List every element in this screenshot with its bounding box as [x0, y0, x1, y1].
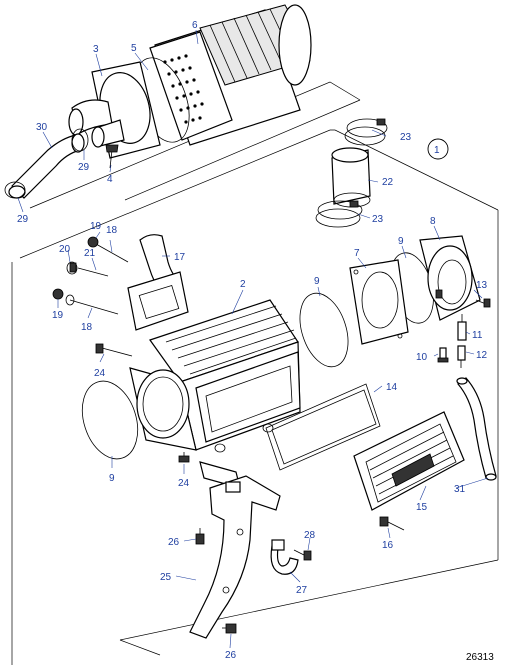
part-23-clamp-upper: [344, 118, 388, 146]
part-27-clamp: [270, 539, 299, 575]
part-19-nut-upper: [87, 236, 99, 248]
part-29-clamp-b: [4, 181, 26, 199]
part-11-fitting: [457, 314, 467, 341]
callout-4: 4: [107, 174, 113, 185]
callout-18-upper: 18: [106, 225, 118, 236]
part-23-clamp-lower: [315, 200, 363, 228]
callout-12: 12: [476, 350, 488, 361]
part-9-o-ring-mid: [299, 292, 349, 368]
part-25-bracket: [189, 475, 281, 639]
callout-2: 2: [240, 279, 246, 290]
callout-18-lower: 18: [81, 322, 93, 333]
part-12-nipple: [457, 345, 466, 368]
part-31-hose: [456, 377, 497, 481]
part-19-nut-lower: [52, 288, 64, 300]
part-15-cover: [353, 411, 465, 511]
part-16-screw: [379, 516, 405, 531]
part-26-screw-lower: [222, 623, 237, 634]
callout-23-upper: 23: [400, 132, 412, 143]
part-9-o-ring-left: [81, 380, 139, 460]
callout-6: 6: [192, 20, 198, 31]
callout-31: 31: [454, 484, 466, 495]
callout-10: 10: [416, 352, 428, 363]
callout-9-left: 9: [109, 473, 115, 484]
part-17-elbow: [127, 234, 189, 331]
callout-25: 25: [160, 572, 172, 583]
callout-11: 11: [472, 330, 483, 341]
callout-24-lower: 24: [178, 478, 190, 489]
leader-lines: [17, 29, 489, 649]
part-13-screw: [475, 298, 491, 308]
callout-7: 7: [354, 248, 360, 259]
part-24-screw-lower: [178, 452, 190, 463]
callout-28: 28: [304, 530, 316, 541]
callout-17: 17: [174, 252, 186, 263]
callout-29-lower: 29: [17, 214, 29, 225]
part-2-heat-exchanger: [129, 299, 301, 489]
callout-1: 1: [434, 145, 440, 156]
callout-21: 21: [84, 248, 96, 259]
callout-22: 22: [382, 177, 394, 188]
callout-9-mid: 9: [314, 276, 320, 287]
part-18-stud-lower: [65, 294, 119, 315]
callout-14: 14: [386, 382, 398, 393]
part-10-plug: [437, 347, 449, 363]
part-8-end-cover: [419, 235, 481, 321]
part-26-screw-upper: [195, 528, 205, 545]
callout-24-upper: 24: [94, 368, 106, 379]
frame-lines: [11, 81, 499, 665]
callout-19-lower: 19: [52, 310, 64, 321]
part-6-air-filter: [149, 4, 312, 146]
part-28-screw: [293, 549, 312, 561]
part-14-gasket: [265, 383, 381, 471]
callout-26-lower: 26: [225, 650, 237, 661]
part-29-clamp-a: [71, 128, 89, 152]
callout-16: 16: [382, 540, 394, 551]
view-marker: [427, 138, 449, 160]
part-20-washer: [66, 261, 78, 275]
callout-23-lower: 23: [372, 214, 384, 225]
part-21-screw: [69, 262, 109, 277]
part-22-sleeve: [331, 147, 371, 208]
part-30-hose: [8, 133, 85, 199]
callout-27: 27: [296, 585, 308, 596]
callout-29-upper: 29: [78, 162, 90, 173]
callout-19-upper: 19: [90, 221, 102, 232]
figure-number: 26313: [466, 652, 494, 663]
callout-20: 20: [59, 244, 71, 255]
part-3-housing: [68, 61, 161, 159]
part-18-stud-upper: [95, 243, 129, 263]
callout-5: 5: [131, 43, 137, 54]
callout-3: 3: [93, 44, 99, 55]
callout-8: 8: [430, 216, 436, 227]
callout-9-right: 9: [398, 236, 404, 247]
callout-15: 15: [416, 502, 428, 513]
callout-30: 30: [36, 122, 48, 133]
callout-labels: 1 2 3 4 5 6 7 8 9 9 9 10 11 12 13 14 15 …: [17, 20, 488, 661]
callout-26-upper: 26: [168, 537, 180, 548]
part-7-flange-plate: [349, 259, 409, 345]
part-24-screw-upper: [95, 343, 133, 357]
callout-13: 13: [476, 280, 488, 291]
part-4-screw: [105, 144, 119, 169]
